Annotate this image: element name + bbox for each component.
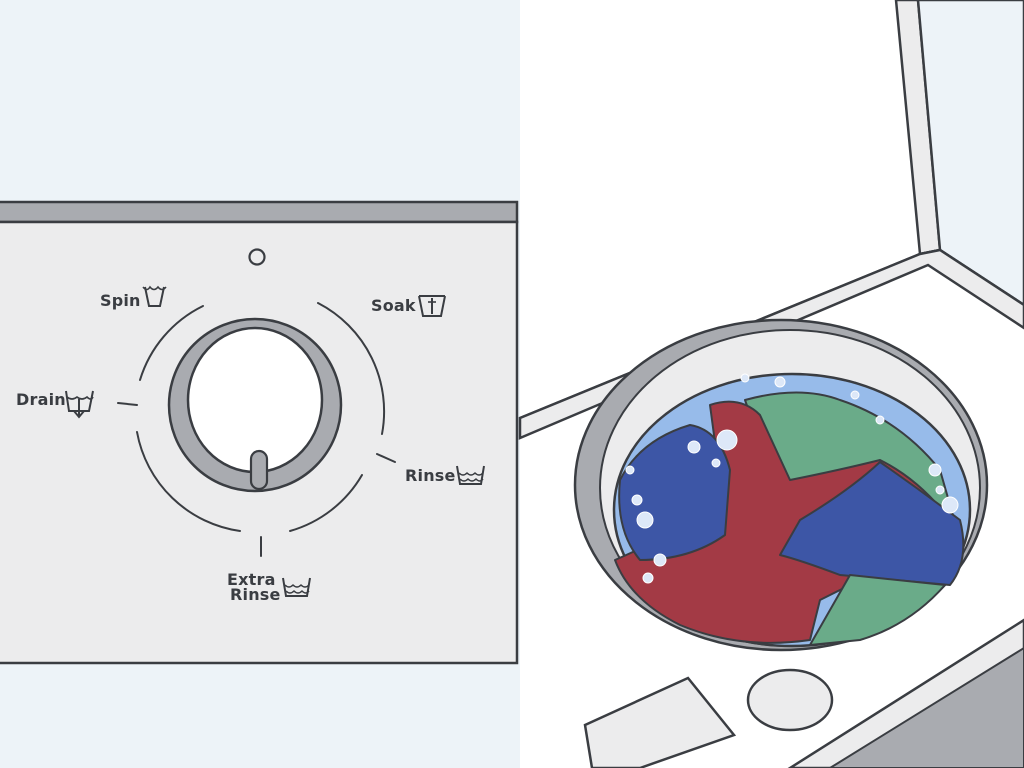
detergent-dispenser[interactable] [583,676,737,768]
dial-scale-arcs [117,302,396,557]
setting-label-spin[interactable]: Spin [100,291,141,310]
setting-label-soak-text: Soak [371,296,416,315]
rinse-tub-icon [456,465,485,485]
setting-label-extra-rinse-line1: Extra [226,570,276,589]
setting-label-extra-rinse-line2: Rinse [230,585,281,604]
spin-tub-icon [142,285,167,307]
extra-rinse-tub-icon [282,577,311,597]
soap-bubbles [625,373,959,584]
setting-label-rinse-text: Rinse [405,466,456,485]
setting-label-drain[interactable]: Drain [16,390,66,409]
dial-indicator-dot [248,248,266,266]
setting-label-soak[interactable]: Soak [371,296,416,315]
selector-knob[interactable] [167,317,343,493]
control-panel-illustration [0,200,519,665]
setting-label-rinse[interactable]: Rinse [405,466,456,485]
setting-label-drain-text: Drain [16,390,66,409]
fabric-softener-dispenser[interactable] [746,668,834,732]
setting-label-extra-rinse[interactable]: Extra Rinse [222,570,281,604]
drain-tub-icon [65,390,94,419]
soak-tub-icon [418,295,446,317]
knob-pointer [249,449,269,491]
setting-label-spin-text: Spin [100,291,141,310]
